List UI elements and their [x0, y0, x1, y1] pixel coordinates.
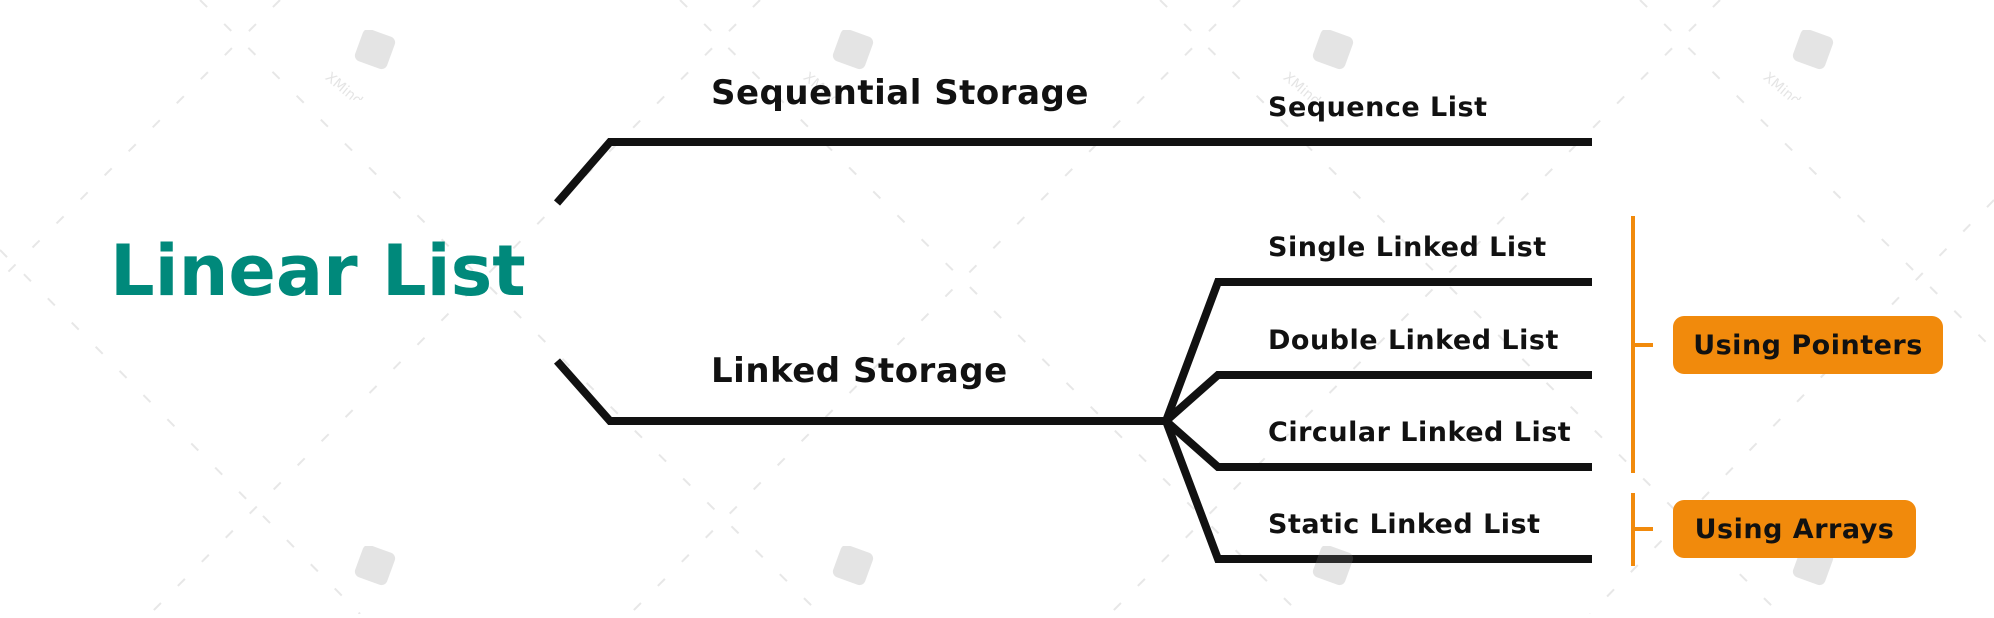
root-topic[interactable]: Linear List	[110, 230, 526, 312]
summary-bracket-arrays	[1631, 493, 1653, 566]
xmind-logo-icon: XMind	[1278, 28, 1358, 109]
branch-linked-storage[interactable]: Linked Storage	[711, 351, 1008, 391]
xmind-logo-icon	[798, 544, 878, 618]
summary-bracket-pointers	[1631, 216, 1653, 473]
topic-circular-linked-list[interactable]: Circular Linked List	[1268, 417, 1572, 448]
xmind-logo-icon	[320, 544, 400, 618]
svg-text:XMind: XMind	[322, 69, 365, 100]
connector-circular-linked-list	[1163, 418, 1592, 471]
connector-linked-storage	[554, 358, 1166, 425]
topic-single-linked-list[interactable]: Single Linked List	[1268, 232, 1547, 263]
xmind-logo-icon	[1278, 544, 1358, 618]
summary-using-arrays[interactable]: Using Arrays	[1673, 500, 1916, 558]
topic-static-linked-list[interactable]: Static Linked List	[1268, 509, 1541, 540]
connector-sequential-storage	[553, 138, 1592, 206]
topic-sequence-list[interactable]: Sequence List	[1268, 92, 1488, 123]
connector-single-linked-list	[1162, 278, 1592, 423]
xmind-logo-icon: XMind	[320, 28, 400, 109]
topic-double-linked-list[interactable]: Double Linked List	[1268, 325, 1559, 356]
connector-static-linked-list	[1162, 419, 1592, 563]
connector-double-linked-list	[1163, 371, 1592, 424]
xmind-logo-icon: XMind	[798, 28, 878, 109]
branch-sequential-storage[interactable]: Sequential Storage	[711, 73, 1089, 113]
summary-using-pointers[interactable]: Using Pointers	[1673, 316, 1943, 374]
xmind-logo-icon: XMind	[1758, 28, 1838, 109]
svg-text:XMind: XMind	[1760, 69, 1803, 100]
